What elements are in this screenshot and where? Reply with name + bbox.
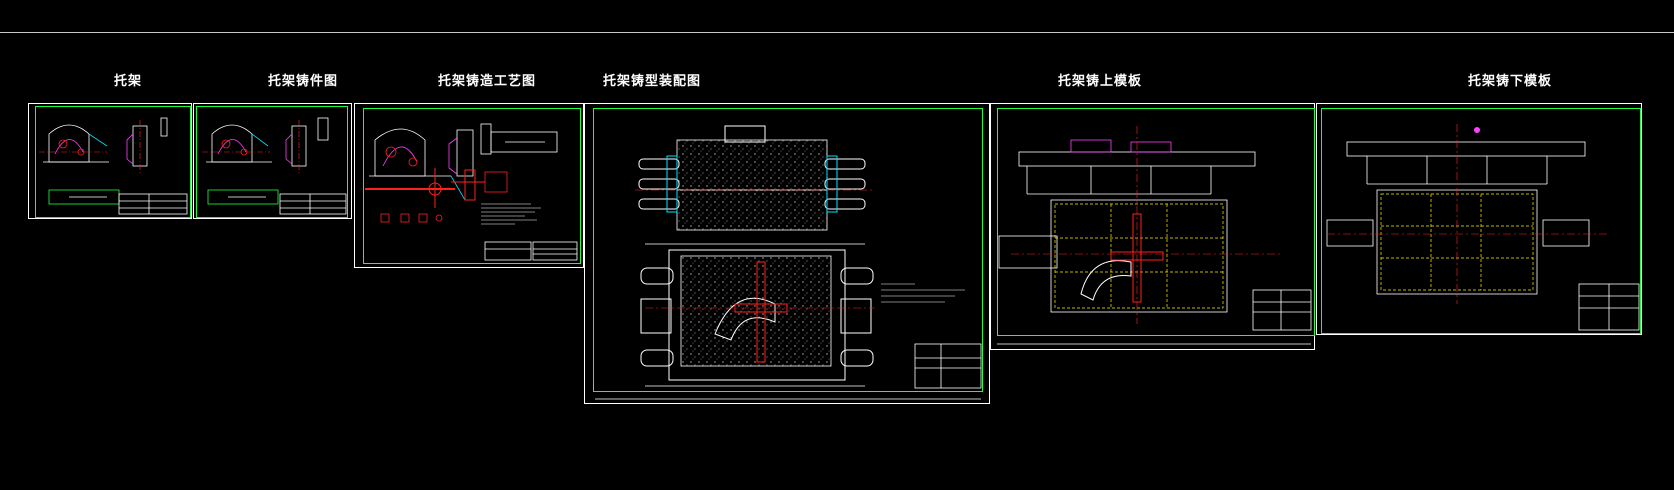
bracket-icon [39, 117, 188, 215]
bracket-icon [202, 117, 347, 215]
sheet-border [997, 108, 1315, 336]
sheet-border [593, 108, 983, 392]
drawing-sheet-mold-assembly[interactable] [584, 103, 990, 404]
sheet-title-mold-assembly: 托架铸型装配图 [603, 74, 702, 89]
sheet-title-lower-plate: 托架铸下模板 [1468, 74, 1553, 89]
drawing-sheet-bracket[interactable] [28, 103, 192, 219]
sheet-title-bracket: 托架 [114, 74, 143, 89]
sheet-border [1321, 108, 1641, 334]
drawing-sheet-upper-plate[interactable] [990, 103, 1315, 350]
flask-icon [595, 125, 982, 400]
drawing-sheet-casting[interactable] [193, 103, 352, 219]
sheet-title-process: 托架铸造工艺图 [438, 74, 537, 89]
viewport-top-edge [0, 32, 1674, 33]
pattern-plate-icon [1326, 124, 1640, 331]
sheet-title-upper-plate: 托架铸上模板 [1058, 74, 1143, 89]
drawing-sheet-process[interactable] [354, 103, 584, 268]
sheet-border [363, 108, 581, 264]
sheet-border [196, 106, 348, 218]
pattern-plate-icon [997, 126, 1312, 345]
bracket-icon [365, 123, 578, 261]
drawing-sheet-lower-plate[interactable] [1316, 103, 1642, 335]
sheet-border [35, 106, 191, 218]
sheet-title-casting: 托架铸件图 [268, 74, 339, 89]
